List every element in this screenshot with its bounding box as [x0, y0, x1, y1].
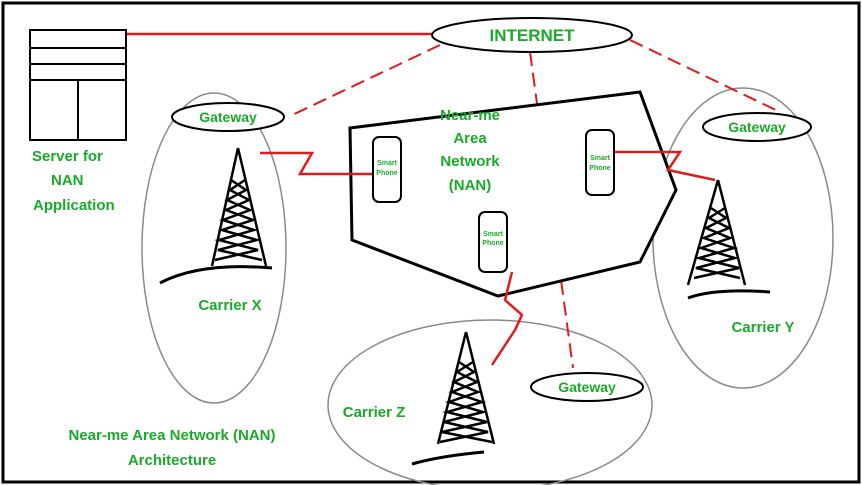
server-label-line3: Application — [33, 197, 115, 214]
nan-label-line4: (NAN) — [449, 177, 492, 194]
tower-x-icon — [159, 147, 273, 285]
carrier-z-label: Carrier Z — [343, 404, 406, 421]
gateway-x-label: Gateway — [199, 109, 257, 125]
carrier-x-zone — [141, 92, 287, 404]
nan-label-line1: Near-me — [440, 107, 500, 124]
caption-line1: Near-me Area Network (NAN) — [69, 427, 276, 444]
internet-gateway-x-link — [287, 44, 441, 118]
server-label-line1: Server for — [32, 148, 103, 165]
internet-node — [431, 17, 633, 53]
smartphone-center-icon — [478, 211, 508, 273]
carrier-y-label: Carrier Y — [731, 319, 794, 336]
carrier-z-phone-link — [490, 271, 524, 366]
gateway-y-label: Gateway — [728, 119, 786, 135]
nan-label-line3: Network — [440, 153, 500, 170]
smartphone-right-icon — [585, 129, 615, 196]
server-label-line2: NAN — [51, 172, 84, 189]
phone-left-label-line1: Smart — [377, 160, 398, 167]
carrier-y-phone-link — [614, 150, 716, 182]
phone-center-label-line2: Phone — [482, 240, 503, 247]
caption-line2: Architecture — [128, 452, 216, 469]
internet-gateway-y-link — [629, 39, 781, 113]
gateway-z-node — [530, 372, 644, 402]
server-icon — [29, 29, 127, 141]
carrier-x-label: Carrier X — [198, 297, 261, 314]
phone-left-label-line2: Phone — [376, 170, 397, 177]
phone-right-label-line2: Phone — [589, 165, 610, 172]
gateway-z-label: Gateway — [558, 379, 616, 395]
gateway-y-node — [702, 112, 812, 142]
smartphone-left-icon — [372, 136, 402, 203]
phone-right-label-line1: Smart — [590, 155, 611, 162]
nan-label-line2: Area — [453, 130, 487, 147]
internet-label: INTERNET — [490, 26, 576, 45]
tower-y-icon — [686, 179, 771, 300]
carrier-x-phone-link — [260, 151, 373, 176]
carrier-z-zone — [327, 319, 653, 485]
phone-center-label-line1: Smart — [483, 231, 504, 238]
gateway-x-node — [171, 102, 285, 132]
tower-z-icon — [411, 331, 496, 466]
